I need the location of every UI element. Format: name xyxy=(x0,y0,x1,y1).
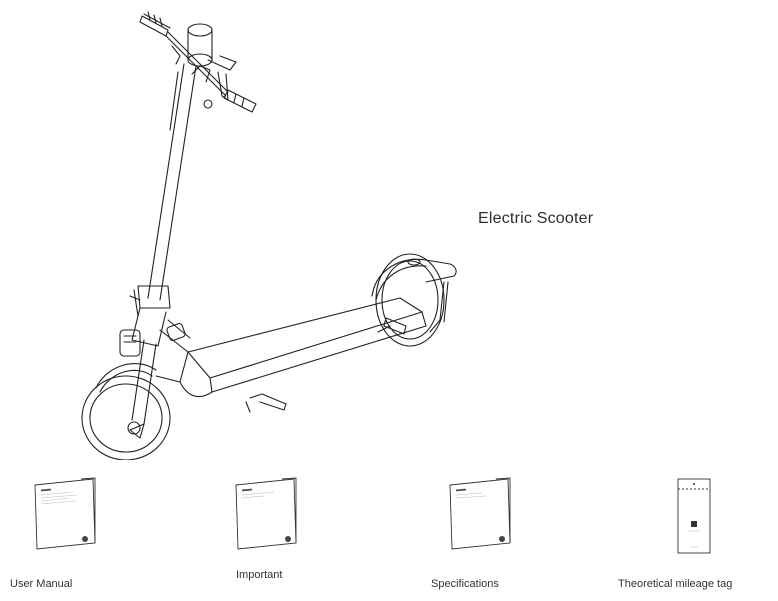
important-label: Important xyxy=(236,569,283,581)
booklet-icon xyxy=(235,477,297,550)
specifications-label: Specifications xyxy=(431,578,499,590)
user-manual-label: User Manual xyxy=(10,578,73,590)
tag-card-icon xyxy=(677,478,711,554)
electric-scooter-label: Electric Scooter xyxy=(478,210,594,227)
booklet-icon xyxy=(449,477,511,550)
theoretical-mileage-tag-label: Theoretical mileage tag xyxy=(618,578,733,590)
booklet-icon xyxy=(34,477,96,550)
electric-scooter-icon xyxy=(81,11,457,460)
